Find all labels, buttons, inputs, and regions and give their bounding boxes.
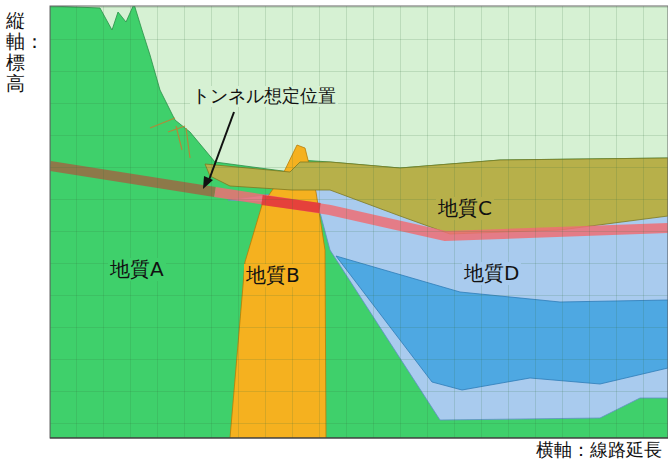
region-label: 地質A <box>108 258 166 281</box>
region-label: 地質D <box>462 262 521 285</box>
leader-line <box>209 112 234 180</box>
frame <box>50 6 668 438</box>
geology-a <box>50 6 668 438</box>
axis-title: 横軸：線路延長 <box>534 440 664 461</box>
leader-arrowhead <box>203 176 213 189</box>
region-label: 地質C <box>436 197 494 220</box>
axis-title: 縦軸：標高 <box>6 8 25 96</box>
grid <box>50 6 668 438</box>
sky-ground <box>50 6 668 438</box>
callout-label: トンネル想定位置 <box>190 86 338 107</box>
survey-marks <box>150 118 190 158</box>
region-label: 地質B <box>244 264 302 287</box>
axis-line <box>50 438 668 439</box>
